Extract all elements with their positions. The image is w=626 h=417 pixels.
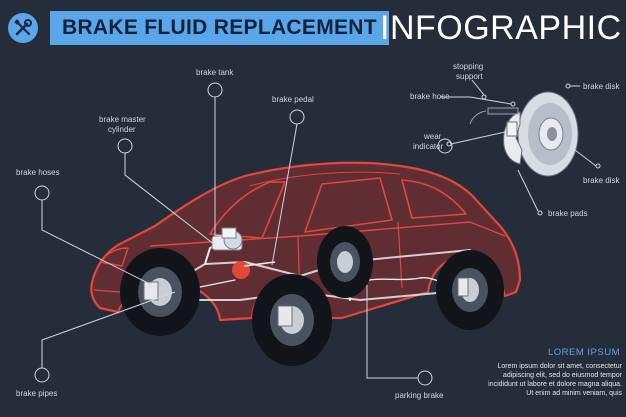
label-wear-indicator-line2: indicator [413,142,444,151]
wheel-rear-left [317,226,373,298]
car-door-line-rear [397,221,403,289]
wheel-rear-right [436,250,504,330]
label-brake-disk-bottom: brake disk [583,176,620,185]
wheel-front-left [120,248,200,336]
label-brake-hose: brake hose [410,92,450,101]
callout-lines [34,82,453,386]
wheel-front-right [252,274,332,366]
label-wear-indicator-line1: wear [424,132,442,141]
car-windshield [209,181,286,239]
label-brake-pedal: brake pedal [272,95,314,104]
wrench-screwdriver-icon [8,13,38,43]
brake-master-cylinder [211,227,243,251]
label-parking-brake: parking brake [395,391,444,400]
brake-disk-detail [469,91,579,177]
header: BRAKE FLUID REPLACEMENT [8,9,389,47]
brake-pedal-part [232,261,276,279]
lorem-line: Lorem ipsum dolor sit amet, consectetur [497,363,623,370]
label-brake-pads: brake pads [548,209,588,218]
disk-callout-lines [440,79,601,216]
label-brake-pipes: brake pipes [16,389,58,398]
label-stopping-support-line1: stopping [453,62,484,71]
lorem-paragraph: Lorem ipsum dolor sit amet, consectetur … [476,362,622,398]
car-roof-inner [249,171,401,187]
car-side-window-front [304,177,393,233]
lorem-line: incididunt ut labore et dolore magna ali… [488,381,622,388]
car-bumper-line [93,289,121,293]
lorem-title: LOREM IPSUM [548,347,621,358]
title-box: BRAKE FLUID REPLACEMENT [50,11,389,45]
lorem-line: adipiscing elit, sed do eiusmod tempor [502,372,622,379]
label-brake-master-cylinder-line2: cylinder [108,125,136,134]
label-stopping-support-line2: support [456,72,483,81]
car-side-window-rear [401,179,467,219]
label-brake-tank: brake tank [196,68,234,77]
label-brake-disk-top: brake disk [583,82,620,91]
car-headlight [99,247,129,267]
label-brake-hoses: brake hoses [16,168,60,177]
title-infographic: INFOGRAPHIC [380,9,622,47]
label-brake-master-cylinder-line1: brake master [99,115,146,124]
lorem-line: Ut enim ad minim veniam, quis [526,390,622,397]
